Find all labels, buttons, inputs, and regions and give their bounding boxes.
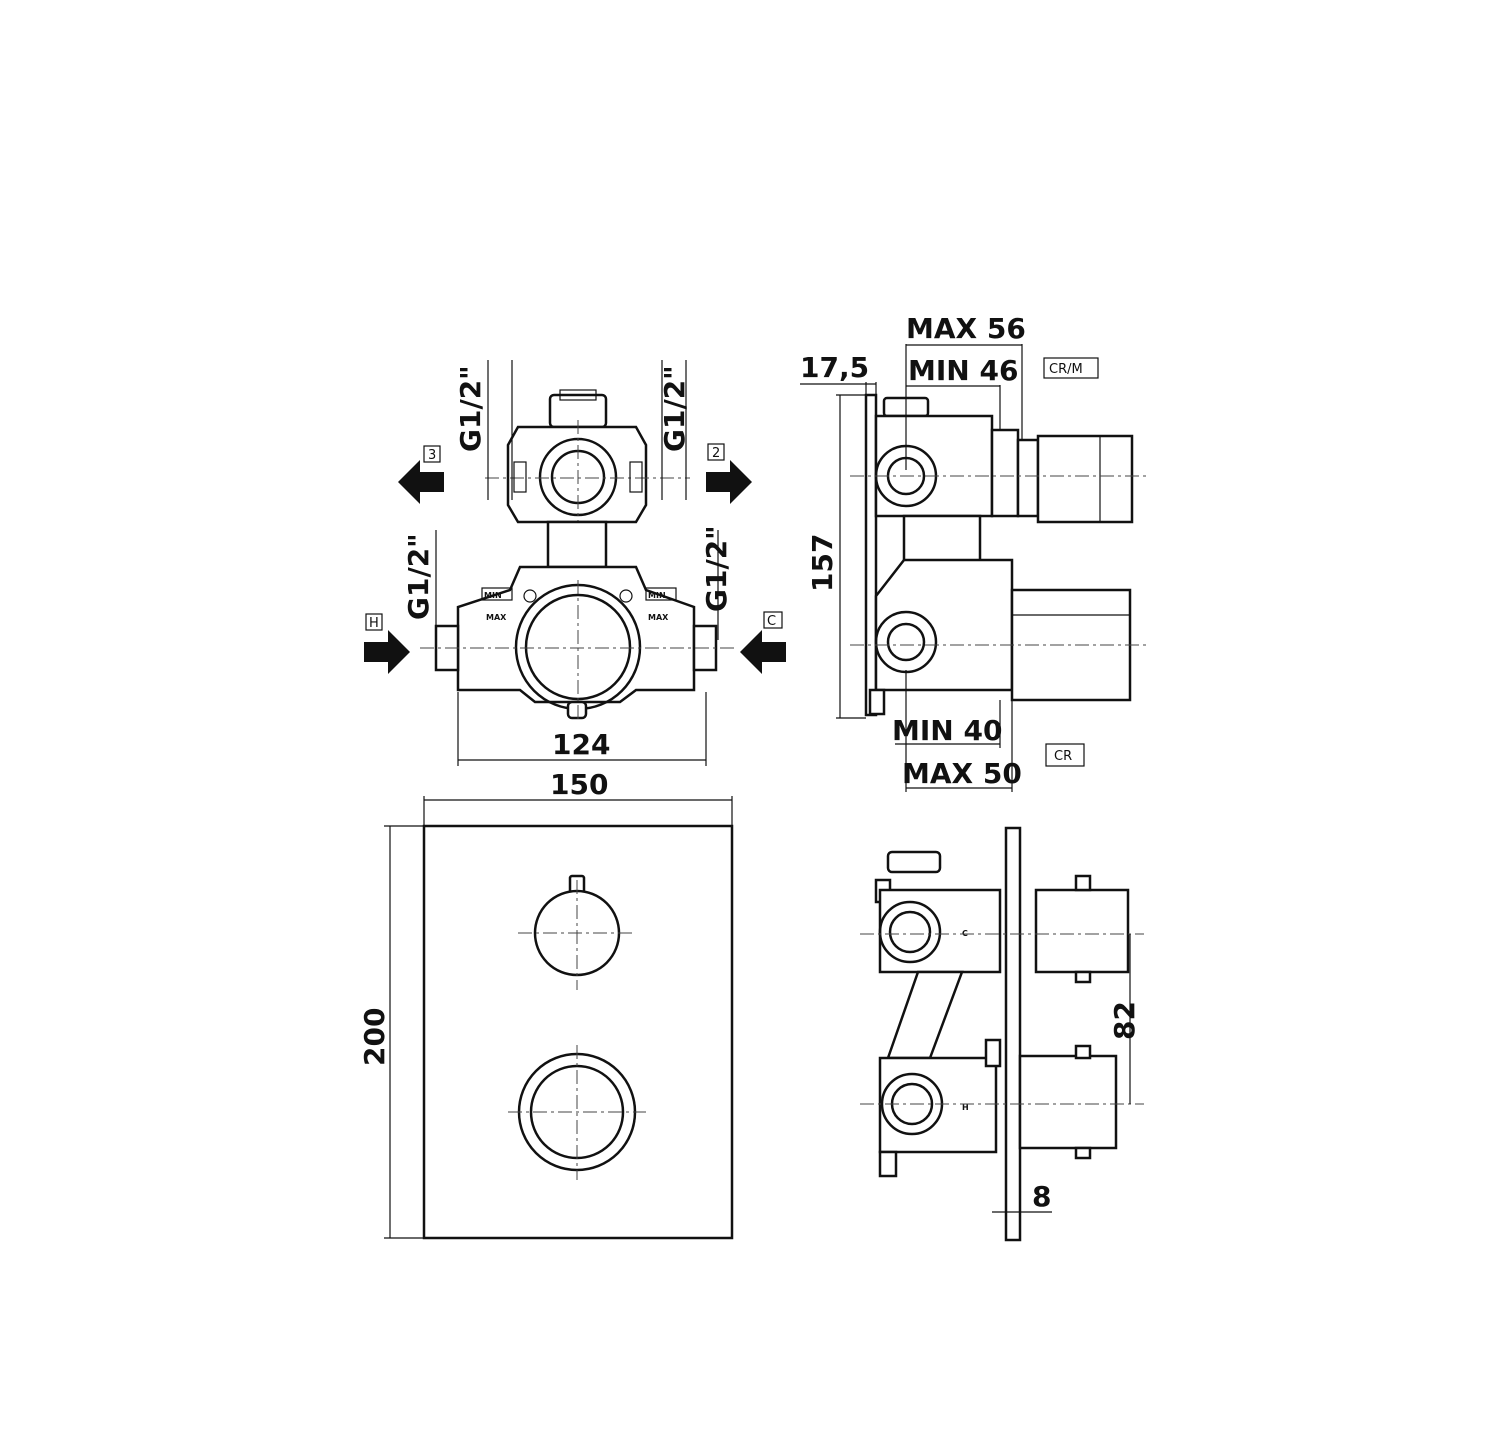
- port-label-bottom-left: G1/2": [402, 533, 435, 620]
- dim-82: 82: [1108, 1001, 1141, 1040]
- mixer-body: [456, 565, 696, 704]
- dim-157: 157: [806, 534, 839, 592]
- inlet-arrow-hot: H: [364, 613, 410, 674]
- inlet-arrow-cold: C: [740, 611, 786, 674]
- dim-min-46: MIN 46: [908, 354, 1018, 387]
- mark-h: H: [962, 1103, 969, 1112]
- port-label-top-right: G1/2": [658, 365, 691, 452]
- dim-124: 124: [552, 728, 610, 761]
- tag-cr: CR: [1054, 749, 1072, 764]
- inlet-label-c: C: [767, 614, 776, 629]
- top-view: MIN MAX MIN MAX G1/2" G1/2" G1/2" G1/2" …: [364, 360, 786, 766]
- diverter-body: [506, 425, 648, 524]
- dim-8: 8: [1032, 1180, 1051, 1213]
- dim-200: 200: [358, 1008, 391, 1066]
- dim-max-50: MAX 50: [902, 757, 1022, 790]
- dim-17-5: 17,5: [800, 351, 869, 384]
- min-label-left: MIN: [484, 591, 502, 600]
- outlet-arrow-2: 2: [706, 443, 752, 504]
- dim-min-40: MIN 40: [892, 714, 1002, 747]
- port-label-bottom-right: G1/2": [700, 525, 733, 612]
- front-view: 150 200: [358, 768, 734, 1240]
- section-lower-handle: [1018, 1054, 1118, 1150]
- side-plate: [864, 393, 878, 717]
- tag-cr-m: CR/M: [1049, 362, 1083, 377]
- min-label-right: MIN: [648, 591, 666, 600]
- outlet-label-3: 3: [428, 448, 436, 463]
- max-label-left: MAX: [486, 613, 507, 622]
- dim-150: 150: [550, 768, 608, 801]
- max-label-right: MAX: [648, 613, 669, 622]
- port-label-top-left: G1/2": [454, 365, 487, 452]
- section-view: C H 82 8: [860, 826, 1144, 1242]
- inlet-label-h: H: [369, 616, 379, 631]
- body-neck: [546, 520, 608, 569]
- dim-max-56: MAX 56: [906, 312, 1026, 345]
- side-view: 157 17,5 MAX 56 MIN 46 CR/M MIN 40 MAX 5…: [800, 312, 1148, 792]
- outlet-label-2: 2: [712, 446, 720, 461]
- upper-handle: [1036, 434, 1134, 524]
- outlet-arrow-3: 3: [398, 445, 444, 504]
- section-upper-handle: [1034, 888, 1130, 974]
- section-plate: [1004, 826, 1022, 1242]
